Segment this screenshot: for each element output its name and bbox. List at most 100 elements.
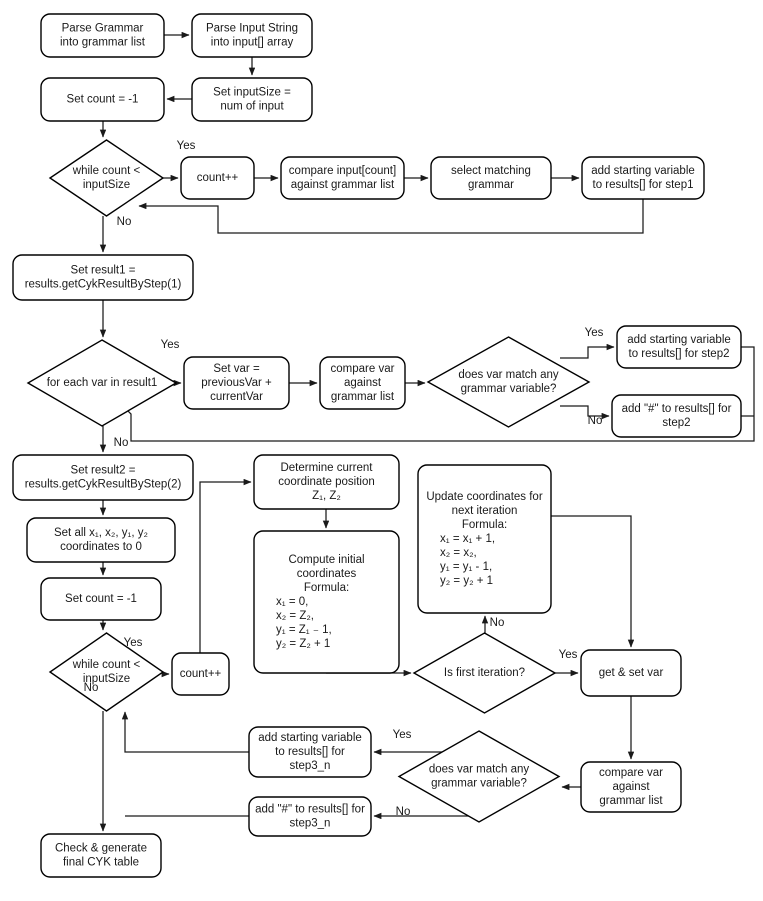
edge-label: Yes (393, 729, 412, 741)
node-label: Z₁, Z₂ (312, 490, 341, 502)
flow-node[interactable]: Set result1 =results.getCykResultByStep(… (12, 254, 194, 301)
node-label: does var match any (458, 369, 559, 381)
node-label: into grammar list (60, 37, 146, 49)
node-label: Set count = -1 (65, 593, 137, 605)
node-label: count++ (180, 668, 222, 680)
node-label: Update coordinates for (426, 491, 543, 503)
flow-node[interactable]: while count <inputSize (48, 139, 165, 217)
flow-node[interactable]: while count <inputSize (48, 632, 165, 712)
decision-shape (48, 632, 165, 712)
node-label: step3_n (290, 818, 331, 830)
edge-label: No (84, 682, 99, 694)
node-label: compare var (599, 767, 663, 779)
flow-edge (119, 346, 755, 442)
node-label: grammar (468, 179, 514, 191)
process-shape (12, 254, 194, 301)
node-label: Is first iteration? (444, 667, 525, 679)
node-label: grammar variable? (461, 383, 557, 395)
edges-layer (99, 31, 755, 832)
flow-node[interactable]: count++ (180, 156, 255, 200)
flow-node[interactable]: Parse Input String into input[] array (191, 13, 313, 58)
node-label: Set all x₁, x₂, y₁, y₂ (54, 527, 148, 539)
node-label: grammar list (599, 795, 663, 807)
node-label: add "#" to results[] for (255, 804, 365, 816)
decision-shape (412, 632, 557, 714)
node-label: Parse Grammar (62, 23, 144, 35)
flow-node[interactable]: Set result2 =results.getCykResultByStep(… (12, 454, 194, 501)
flow-node[interactable]: Set count = -1 (40, 77, 165, 122)
flow-node[interactable]: Determine current coordinate positionZ₁, … (253, 454, 400, 510)
node-label: into input[] array (211, 37, 294, 49)
process-shape (253, 530, 400, 674)
process-shape (40, 77, 165, 122)
process-shape (611, 394, 742, 438)
process-shape (26, 517, 176, 563)
edge-label: No (117, 216, 132, 228)
node-label: grammar variable? (431, 778, 527, 790)
process-shape (40, 577, 162, 621)
process-shape (616, 325, 742, 369)
process-shape (248, 796, 372, 837)
process-shape (580, 761, 682, 813)
flow-node[interactable]: add "#" to results[] for step3_n (248, 796, 372, 837)
flow-node[interactable]: Parse Grammar into grammar list (40, 13, 165, 58)
flow-edge (199, 478, 252, 653)
decision-shape (397, 730, 561, 823)
node-label: coordinate position (278, 476, 375, 488)
flow-node[interactable]: count++ (171, 652, 230, 696)
node-label: does var match any (429, 764, 530, 776)
flow-edge (551, 515, 635, 648)
flow-node[interactable]: does var match any grammar variable? (397, 730, 561, 823)
node-label: against (344, 377, 382, 389)
node-label: results.getCykResultByStep(2) (25, 479, 182, 491)
flow-node[interactable]: compare input[count]against grammar list (280, 156, 405, 200)
node-label: x₁ = x₁ + 1, (440, 533, 495, 545)
flow-node[interactable]: Is first iteration? (412, 632, 557, 714)
node-label: y₂ = Z₂ + 1 (276, 638, 330, 650)
process-shape (319, 356, 406, 410)
edge-label: No (490, 617, 505, 629)
node-label: to results[] for (275, 746, 345, 758)
flow-node[interactable]: compare var against grammar list (580, 761, 682, 813)
node-label: inputSize (83, 673, 130, 685)
process-shape (191, 77, 313, 122)
node-label: against grammar list (291, 179, 395, 191)
node-label: currentVar (210, 391, 263, 403)
flow-node[interactable]: Set count = -1 (40, 577, 162, 621)
process-shape (580, 649, 682, 697)
process-shape (253, 454, 400, 510)
flow-node[interactable]: select matching grammar (430, 156, 552, 200)
flow-node[interactable]: get & set var (580, 649, 682, 697)
flow-node[interactable]: Set inputSize =num of input (191, 77, 313, 122)
node-label: compare var (331, 363, 395, 375)
node-label: coordinates (297, 568, 357, 580)
flow-node[interactable]: does var match any grammar variable? (426, 336, 591, 428)
edge-label: Yes (161, 339, 180, 351)
node-label: step2 (662, 417, 690, 429)
process-shape (280, 156, 405, 200)
node-label: select matching (451, 165, 531, 177)
flow-node[interactable]: Set var =previousVar +currentVar (183, 356, 290, 410)
node-label: Parse Input String (206, 23, 298, 35)
node-label: to results[] for step2 (629, 348, 730, 360)
flow-node[interactable]: for each var in result1 (26, 339, 178, 427)
process-shape (171, 652, 230, 696)
node-label: Set inputSize = (213, 87, 291, 99)
node-label: step3_n (290, 760, 331, 772)
process-shape (40, 833, 162, 878)
node-label: Formula: (304, 582, 349, 594)
node-label: Determine current (280, 462, 373, 474)
node-label: against (612, 781, 650, 793)
decision-shape (426, 336, 591, 428)
